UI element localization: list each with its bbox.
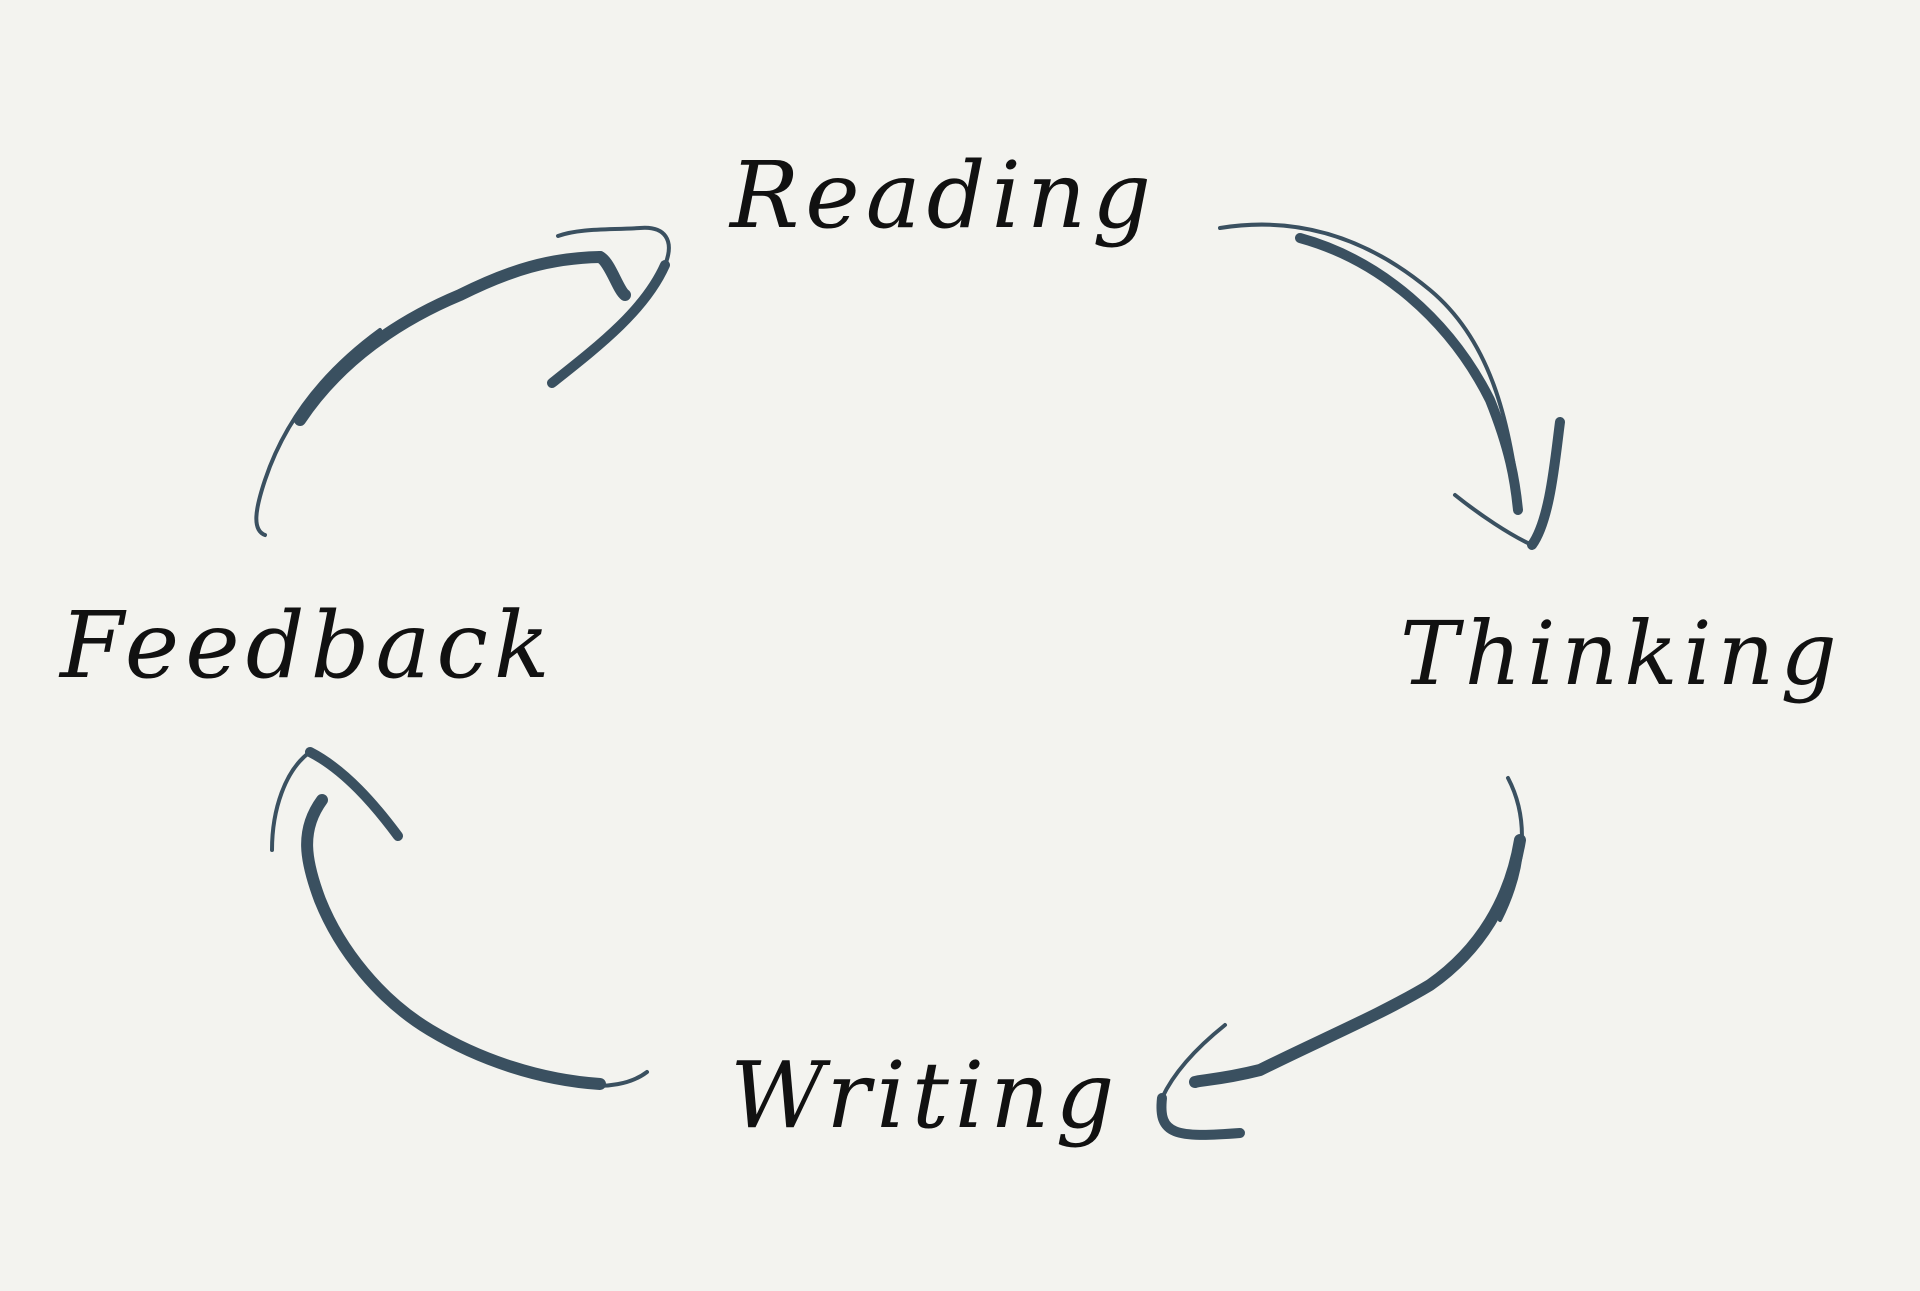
arrow-reading-to-thinking [1218, 222, 1565, 550]
node-feedback-label: Feedback [60, 592, 556, 699]
node-reading-label: Reading [730, 142, 1158, 249]
node-writing-label: Writing [730, 1042, 1121, 1149]
arrow-writing-to-feedback [270, 747, 649, 1090]
arrow-feedback-to-reading [254, 225, 671, 537]
arrow-thinking-to-writing [1156, 776, 1526, 1140]
node-thinking-label: Thinking [1400, 602, 1843, 705]
